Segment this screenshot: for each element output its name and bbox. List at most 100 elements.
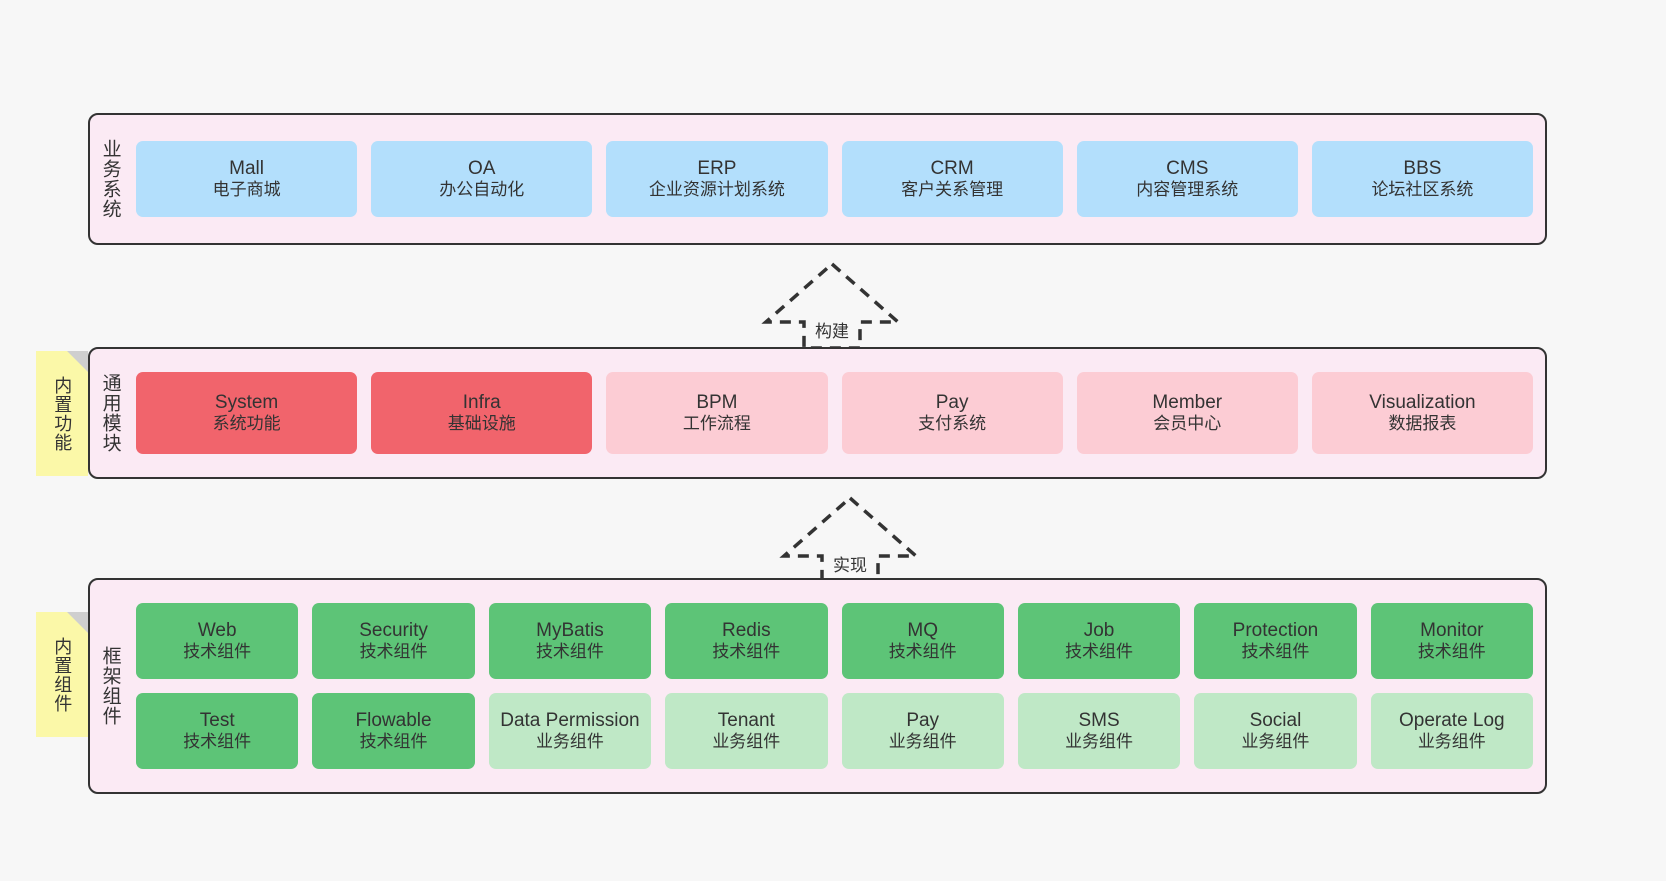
card-title: CRM (930, 157, 974, 179)
card-subtitle: 技术组件 (359, 642, 428, 662)
card-title: CMS (1166, 157, 1209, 179)
framework-card-sms[interactable]: SMS 业务组件 (1017, 693, 1181, 769)
card-title: BBS (1403, 157, 1442, 179)
card-subtitle: 电子商城 (212, 180, 281, 200)
card-subtitle: 业务组件 (712, 732, 781, 752)
card-title: Pay (935, 391, 969, 413)
card-subtitle: 企业资源计划系统 (648, 180, 785, 200)
framework-card-web[interactable]: Web 技术组件 (136, 603, 299, 679)
card-title: System (214, 391, 279, 413)
card-subtitle: 客户关系管理 (901, 180, 1004, 200)
business-card-cms[interactable]: CMS 内容管理系统 (1076, 141, 1298, 217)
layer-label-modules: 通用模块 (99, 373, 121, 453)
card-title: Protection (1232, 619, 1319, 641)
business-card-erp[interactable]: ERP 企业资源计划系统 (606, 141, 828, 217)
framework-card-test[interactable]: Test 技术组件 (136, 693, 299, 769)
connector-implement-arrow: 实现 (760, 492, 940, 588)
framework-card-mybatis[interactable]: MyBatis 技术组件 (488, 603, 652, 679)
framework-card-mq[interactable]: MQ 技术组件 (841, 603, 1004, 679)
business-card-oa[interactable]: OA 办公自动化 (371, 141, 593, 217)
card-title: Pay (906, 709, 940, 731)
framework-card-monitor[interactable]: Monitor 技术组件 (1370, 603, 1533, 679)
card-subtitle: 技术组件 (712, 642, 781, 662)
card-title: Redis (722, 619, 771, 641)
module-card-list: System 系统功能 Infra 基础设施 BPM 工作流程 Pay 支付系统… (130, 349, 1545, 477)
framework-card-pay[interactable]: Pay 业务组件 (841, 693, 1004, 769)
framework-row-business: Test 技术组件 Flowable 技术组件 Data Permission … (136, 693, 1533, 769)
card-title: Security (359, 619, 428, 641)
card-title: Flowable (355, 709, 432, 731)
module-card-infra[interactable]: Infra 基础设施 (371, 372, 593, 454)
layer-business-systems: 业务系统 Mall 电子商城 OA 办公自动化 ERP 企业资源计划系统 CRM… (88, 113, 1547, 245)
connector-implement-label: 实现 (833, 556, 867, 575)
module-card-visualization[interactable]: Visualization 数据报表 (1311, 372, 1534, 454)
card-subtitle: 办公自动化 (439, 180, 525, 200)
framework-card-security[interactable]: Security 技术组件 (312, 603, 475, 679)
framework-row-tech: Web 技术组件 Security 技术组件 MyBatis 技术组件 Redi… (136, 603, 1533, 679)
module-card-bpm[interactable]: BPM 工作流程 (606, 372, 828, 454)
sticky-note-builtin-components: 内置组件 (36, 612, 88, 737)
framework-card-grid: Web 技术组件 Security 技术组件 MyBatis 技术组件 Redi… (130, 580, 1545, 792)
business-card-mall[interactable]: Mall 电子商城 (136, 141, 358, 217)
connector-build-label: 构建 (815, 322, 849, 341)
card-subtitle: 业务组件 (888, 732, 957, 752)
card-subtitle: 业务组件 (1065, 732, 1134, 752)
framework-card-job[interactable]: Job 技术组件 (1017, 603, 1181, 679)
framework-card-flowable[interactable]: Flowable 技术组件 (312, 693, 475, 769)
card-title: OA (468, 157, 496, 179)
card-subtitle: 技术组件 (1065, 642, 1134, 662)
layer-common-modules: 通用模块 System 系统功能 Infra 基础设施 BPM 工作流程 Pay… (88, 347, 1547, 479)
card-title: Infra (462, 391, 501, 413)
card-subtitle: 支付系统 (918, 414, 987, 434)
layer-framework-components: 框架组件 Web 技术组件 Security 技术组件 MyBatis 技术组件… (88, 578, 1547, 794)
card-subtitle: 系统功能 (212, 414, 281, 434)
connector-build-arrow: 构建 (742, 258, 922, 354)
card-subtitle: 业务组件 (1417, 732, 1486, 752)
card-subtitle: 技术组件 (888, 642, 957, 662)
card-subtitle: 技术组件 (359, 732, 428, 752)
sticky-note-builtin-features: 内置功能 (36, 351, 88, 476)
card-title: MQ (907, 619, 938, 641)
card-title: BPM (696, 391, 738, 413)
business-card-bbs[interactable]: BBS 论坛社区系统 (1311, 141, 1534, 217)
framework-card-redis[interactable]: Redis 技术组件 (665, 603, 828, 679)
card-subtitle: 业务组件 (1241, 732, 1310, 752)
card-subtitle: 基础设施 (447, 414, 516, 434)
card-title: Visualization (1369, 391, 1476, 413)
card-title: Operate Log (1398, 709, 1505, 731)
card-subtitle: 工作流程 (682, 414, 751, 434)
card-subtitle: 业务组件 (535, 732, 604, 752)
card-subtitle: 技术组件 (183, 642, 252, 662)
card-title: Data Permission (500, 709, 640, 731)
card-subtitle: 会员中心 (1153, 414, 1222, 434)
card-title: Member (1152, 391, 1223, 413)
card-subtitle: 数据报表 (1388, 414, 1457, 434)
module-card-pay[interactable]: Pay 支付系统 (841, 372, 1063, 454)
card-title: Social (1249, 709, 1302, 731)
layer-label-business: 业务系统 (99, 139, 121, 219)
card-title: Mall (229, 157, 264, 179)
framework-card-tenant[interactable]: Tenant 业务组件 (665, 693, 828, 769)
card-title: Tenant (717, 709, 775, 731)
card-title: Job (1083, 619, 1115, 641)
card-subtitle: 论坛社区系统 (1371, 180, 1474, 200)
module-card-member[interactable]: Member 会员中心 (1076, 372, 1298, 454)
card-subtitle: 技术组件 (183, 732, 252, 752)
card-title: SMS (1078, 709, 1120, 731)
business-card-crm[interactable]: CRM 客户关系管理 (841, 141, 1063, 217)
card-title: Monitor (1420, 619, 1484, 641)
card-title: ERP (697, 157, 737, 179)
card-subtitle: 技术组件 (1241, 642, 1310, 662)
card-title: Web (197, 619, 237, 641)
layer-label-framework: 框架组件 (99, 646, 121, 726)
framework-card-operate-log[interactable]: Operate Log 业务组件 (1370, 693, 1533, 769)
card-subtitle: 技术组件 (1417, 642, 1486, 662)
framework-card-data-permission[interactable]: Data Permission 业务组件 (488, 693, 652, 769)
card-title: MyBatis (536, 619, 604, 641)
framework-card-protection[interactable]: Protection 技术组件 (1194, 603, 1357, 679)
card-subtitle: 技术组件 (535, 642, 604, 662)
card-subtitle: 内容管理系统 (1136, 180, 1239, 200)
module-card-system[interactable]: System 系统功能 (136, 372, 358, 454)
framework-card-social[interactable]: Social 业务组件 (1194, 693, 1357, 769)
